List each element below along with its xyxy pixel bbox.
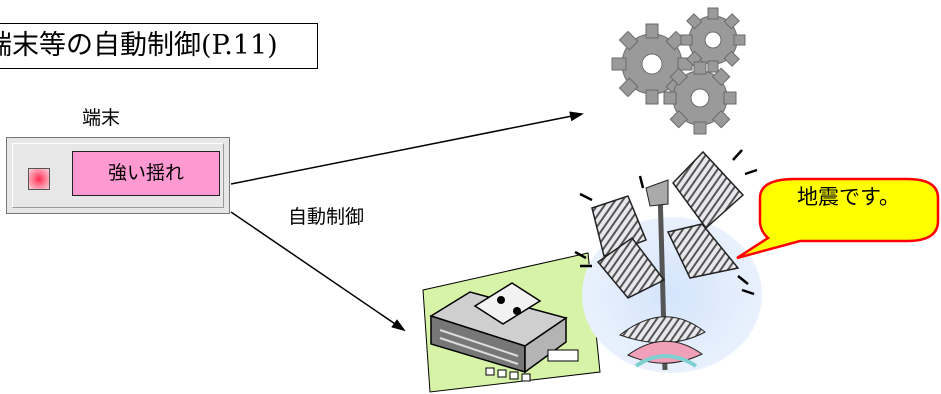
terminal-panel-inner (12, 143, 224, 208)
speech-bubble (736, 177, 940, 260)
auto-control-label: 自動制御 (288, 206, 365, 228)
terminal-label: 端末 (82, 107, 121, 129)
diagram-title: 端末等の自動制御(P.11) (0, 23, 318, 69)
shaking-plant-icon (574, 149, 762, 373)
alert-indicator-icon (28, 168, 50, 190)
gears-icon (611, 7, 746, 135)
strong-shake-button[interactable]: 強い揺れ (72, 151, 220, 196)
arrow-to-gears (230, 111, 584, 185)
network-device-icon (422, 252, 601, 393)
terminal-panel: 強い揺れ (6, 137, 230, 214)
speech-bubble-text: 地震です。 (797, 185, 900, 209)
arrow-to-device (230, 211, 406, 332)
